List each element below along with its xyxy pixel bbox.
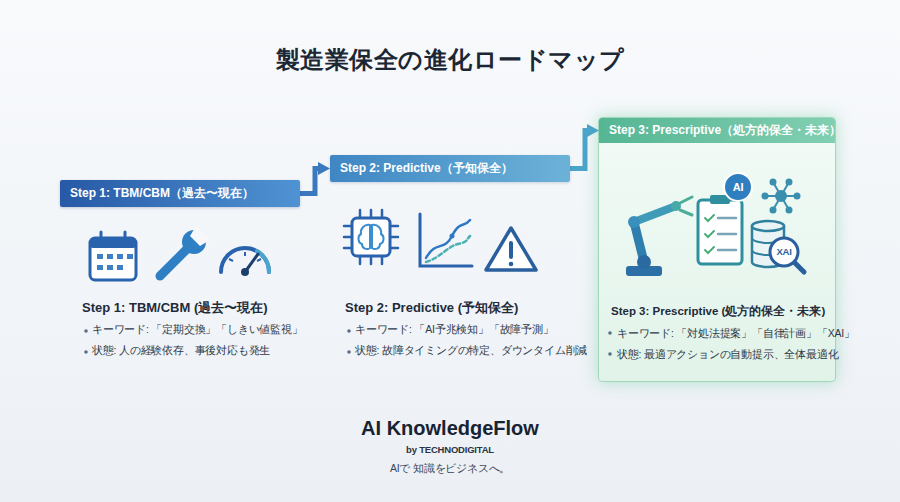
- bullet-text: キーワード: 「対処法提案」「自律計画」「XAI」: [617, 327, 855, 341]
- calendar-icon: [127, 254, 133, 259]
- ai-chip-icon: [344, 210, 398, 264]
- icon-badge: XAI: [776, 247, 791, 257]
- network-icon: [794, 193, 801, 200]
- step-heading: Step 1: TBM/CBM (過去〜現在): [82, 299, 268, 317]
- network-icon: [770, 207, 777, 214]
- checklist-icon: [718, 218, 736, 250]
- brand-name: AI KnowledgeFlow: [361, 417, 539, 440]
- bullet-dots: [347, 329, 351, 333]
- robot-arm-icon: [637, 255, 651, 269]
- ai-chip-icon: [352, 218, 390, 256]
- calendar-icon: [97, 254, 103, 259]
- warning-icon: [486, 228, 536, 270]
- network-icon: [786, 207, 793, 214]
- prediction-chart-icon: [426, 220, 470, 258]
- step-band: Step 2: Predictive（予知保全）: [330, 155, 570, 182]
- bullet-text: 状態: 故障タイミングの特定、ダウンタイム削減: [355, 344, 587, 358]
- icon-badge: AI: [733, 182, 744, 193]
- band-text: Step 3: Prescriptive（処方的保全・未来）: [609, 122, 841, 139]
- network-icon: [775, 190, 787, 202]
- calendar-icon: [117, 265, 123, 270]
- ai-chip-icon: [370, 226, 372, 248]
- prediction-chart-icon: [420, 214, 472, 266]
- calendar-icon: [90, 238, 136, 280]
- step-arrow: [300, 169, 322, 194]
- warning-icon: [486, 228, 536, 270]
- gauge-icon: [221, 248, 269, 276]
- calendar-icon: [90, 238, 136, 248]
- checklist-icon: [698, 200, 742, 264]
- bullet-dots: [608, 331, 612, 335]
- gauge-icon: [241, 268, 249, 276]
- calendar-icon: [117, 254, 123, 259]
- bullet-dots: [608, 352, 612, 356]
- warning-icon: [509, 243, 513, 257]
- warning-icon: [509, 262, 514, 267]
- bullet-dots: [347, 350, 351, 354]
- calendar-icon: [124, 232, 127, 242]
- checklist-icon: [705, 215, 714, 253]
- step-arrow: [570, 131, 591, 169]
- calendar-icon: [100, 232, 103, 242]
- step-heading: Step 2: Predictive (予知保全): [345, 299, 518, 317]
- wrench-icon: [160, 226, 210, 276]
- ai-chip-icon: [372, 225, 384, 249]
- prediction-chart-icon: [420, 214, 472, 266]
- database-xai-icon: [770, 238, 798, 266]
- prediction-chart-icon: [450, 234, 455, 239]
- step-band: Step 3: Prescriptive（処方的保全・未来）: [599, 118, 835, 143]
- band-text: Step 1: TBM/CBM（過去〜現在）: [70, 185, 254, 202]
- brand-byline: by TECHNODIGITAL: [406, 444, 494, 455]
- wrench-icon: [190, 226, 210, 246]
- bullet-dots: [84, 350, 88, 354]
- bullet-dots: [84, 329, 88, 333]
- gauge-icon: [257, 259, 261, 261]
- wrench-icon: [160, 248, 188, 276]
- prediction-chart-icon: [426, 236, 470, 262]
- network-icon: [786, 179, 793, 186]
- checklist-icon: [724, 173, 752, 201]
- band-text: Step 2: Predictive（予知保全）: [340, 160, 513, 177]
- robot-arm-icon: [628, 216, 640, 228]
- step-heading: Step 3: Prescriptive (処方的保全・未来): [611, 304, 825, 319]
- network-icon: [770, 179, 777, 186]
- ai-chip-icon: [344, 210, 398, 264]
- diagram-title: 製造業保全の進化ロードマップ: [0, 44, 900, 76]
- database-xai-icon: [752, 221, 784, 231]
- gauge-icon: [244, 252, 246, 256]
- calendar-icon: [97, 265, 103, 270]
- bullet-text: 状態: 人の経験依存、事後対応も発生: [92, 344, 270, 358]
- calendar-icon: [90, 232, 136, 280]
- ai-chip-icon: [358, 225, 370, 249]
- step-band: Step 1: TBM/CBM（過去〜現在）: [60, 180, 300, 207]
- calendar-icon: [107, 265, 113, 270]
- brand-tagline: AIで 知識をビジネスへ。: [390, 462, 510, 476]
- calendar-icon: [107, 254, 113, 259]
- bullet-text: 状態: 最適アクションの自動提示、全体最適化: [617, 348, 838, 362]
- gauge-icon: [229, 259, 233, 261]
- bullet-text: キーワード: 「AI予兆検知」「故障予測」: [355, 323, 554, 337]
- bullet-text: キーワード: 「定期交換」「しきい値監視」: [92, 323, 303, 337]
- network-icon: [762, 193, 769, 200]
